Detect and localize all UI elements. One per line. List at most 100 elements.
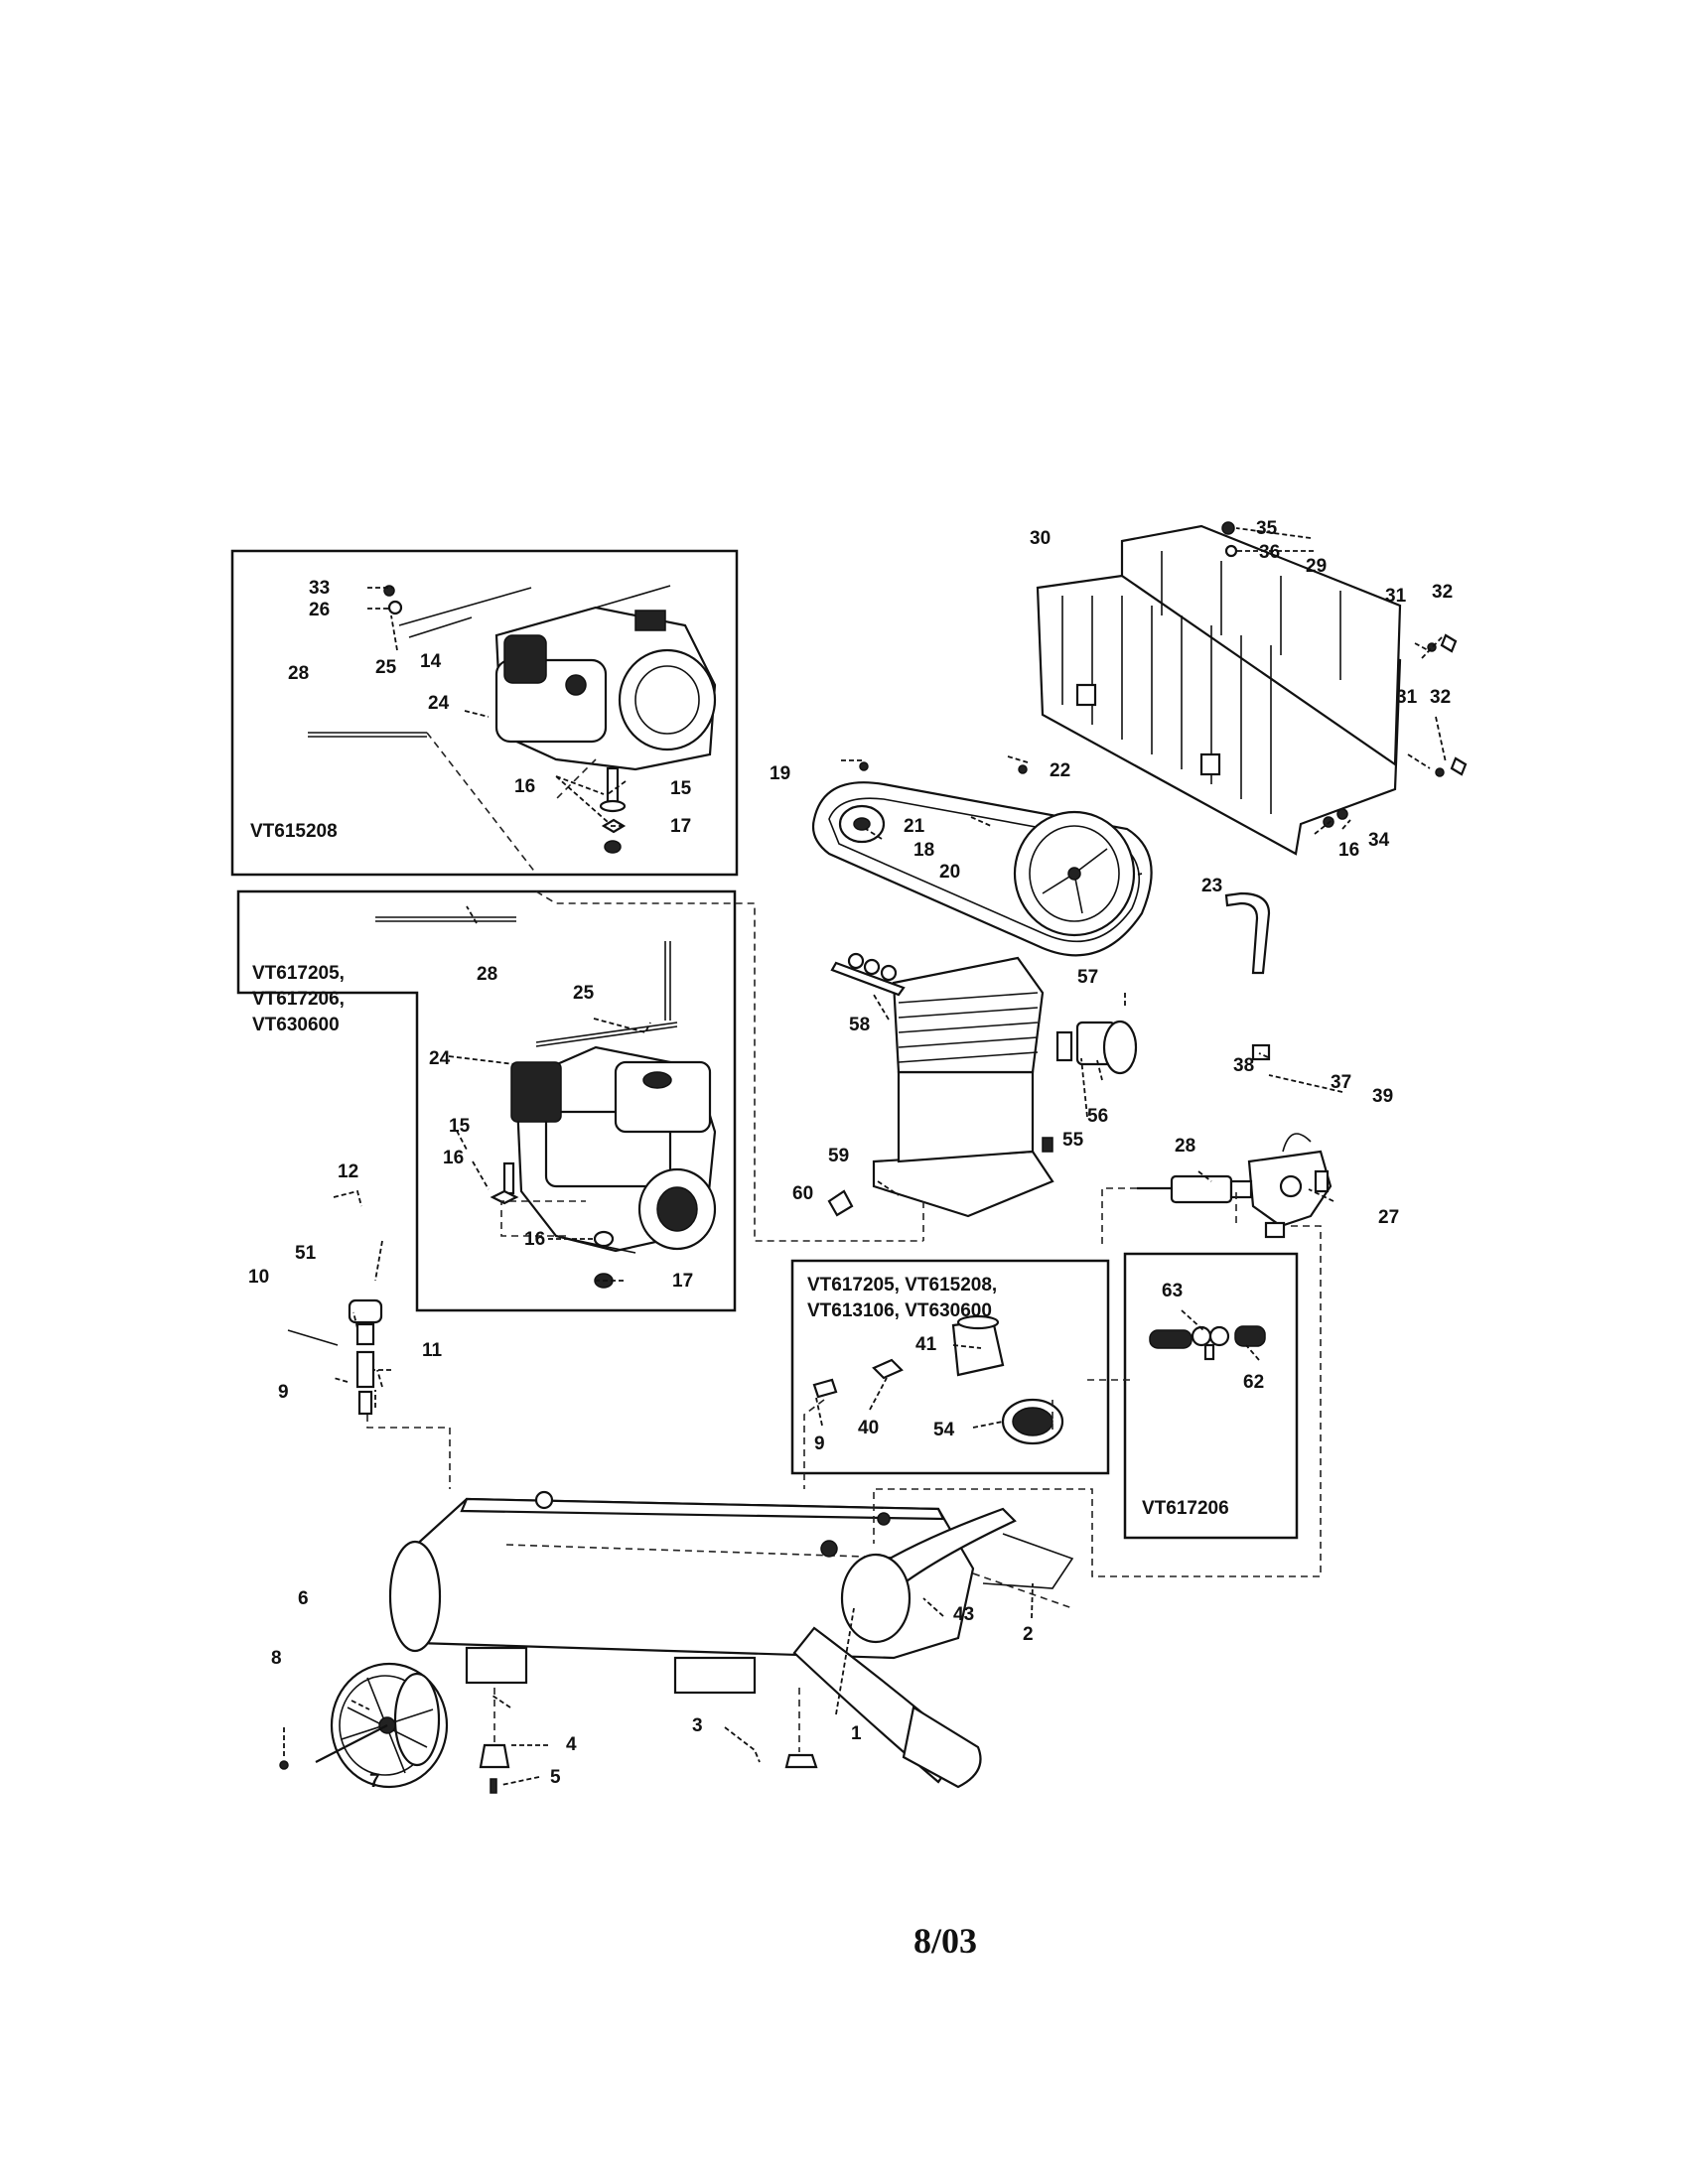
pump-bracket-58 <box>830 952 906 997</box>
throttle-cable-mid <box>535 1022 678 1043</box>
air-tank <box>388 1490 975 1695</box>
frame-vt617206 <box>1123 1252 1299 1540</box>
callout-14: 14 <box>420 651 442 672</box>
model-label-vt617205: VT617205, <box>252 963 345 984</box>
callout-17-mid: 17 <box>672 1271 693 1292</box>
callout-40: 40 <box>858 1418 879 1438</box>
regulator-valve-41 <box>951 1314 1005 1377</box>
callout-55: 55 <box>1062 1130 1084 1151</box>
couplers-62-63 <box>1149 1325 1266 1361</box>
callout-17: 17 <box>670 816 691 837</box>
engine-pin-top <box>599 766 627 854</box>
callout-16-right: 16 <box>1338 840 1359 861</box>
callout-1: 1 <box>851 1723 862 1744</box>
callout-15-mid: 15 <box>449 1116 471 1137</box>
callout-24-mid: 24 <box>429 1048 451 1069</box>
callout-32: 32 <box>1432 582 1453 603</box>
callout-labels: 33 26 25 14 28 24 16 15 17 28 25 24 15 1… <box>248 518 1453 1792</box>
fitting-40 <box>872 1358 904 1380</box>
frame-vt617205 <box>236 889 737 1312</box>
connection-lines <box>366 732 1322 1577</box>
model-label-vt617206: VT617206, <box>252 989 345 1010</box>
callout-22: 22 <box>1050 760 1070 781</box>
callout-8: 8 <box>271 1648 282 1669</box>
callout-9: 9 <box>278 1382 289 1403</box>
wheel <box>315 1662 449 1789</box>
gauge-54 <box>1001 1398 1064 1445</box>
callout-18: 18 <box>913 840 934 861</box>
callout-26: 26 <box>309 600 330 620</box>
belt-guard <box>1036 524 1402 856</box>
callout-31: 31 <box>1385 586 1407 607</box>
callout-arrows <box>283 527 1447 1786</box>
callout-12: 12 <box>338 1161 358 1182</box>
pressure-switch-28 <box>1137 1174 1253 1204</box>
callout-38: 38 <box>1233 1055 1254 1076</box>
callout-10: 10 <box>248 1267 269 1288</box>
engine-mid <box>510 1045 717 1254</box>
foot <box>479 1743 510 1769</box>
callout-25-mid: 25 <box>573 983 595 1004</box>
callout-25: 25 <box>375 657 397 678</box>
callout-16-low: 16 <box>524 1229 545 1250</box>
callout-41: 41 <box>915 1334 937 1355</box>
callout-29: 29 <box>1306 556 1327 577</box>
engine-top <box>494 585 717 771</box>
callout-23: 23 <box>1201 876 1222 896</box>
callout-63: 63 <box>1162 1281 1183 1301</box>
callout-57: 57 <box>1077 967 1098 988</box>
callout-4: 4 <box>566 1734 577 1755</box>
callout-31-low: 31 <box>1396 687 1418 708</box>
callout-9-box: 9 <box>814 1433 825 1454</box>
date-footer: 8/03 <box>913 1921 977 1961</box>
callout-11: 11 <box>422 1340 443 1361</box>
callout-28-mid: 28 <box>477 964 497 985</box>
tank-valve-11 <box>287 1298 383 1416</box>
callout-54: 54 <box>933 1420 955 1440</box>
callout-32-low: 32 <box>1430 687 1451 708</box>
callout-21: 21 <box>904 816 925 837</box>
callout-59: 59 <box>828 1146 849 1166</box>
hose-39 <box>1224 891 1271 975</box>
callout-43: 43 <box>953 1604 974 1625</box>
callout-58: 58 <box>849 1015 870 1035</box>
callout-6: 6 <box>298 1588 309 1609</box>
compressor-pump <box>872 956 1138 1218</box>
frame-valve-box <box>790 1259 1110 1475</box>
handle-arm <box>982 1533 1074 1589</box>
callout-2: 2 <box>1023 1624 1034 1645</box>
manifold-27 <box>1247 1133 1333 1239</box>
callout-37: 37 <box>1331 1072 1351 1093</box>
drain-valve-60 <box>827 1189 854 1217</box>
callout-51: 51 <box>295 1243 317 1264</box>
callout-30: 30 <box>1030 528 1051 549</box>
model-label-vt615208: VT615208 <box>250 821 338 842</box>
model-label-valve-1: VT617205, VT615208, <box>807 1275 997 1296</box>
callout-56: 56 <box>1087 1106 1108 1127</box>
choke-cable-top <box>398 587 532 626</box>
model-label-vt617206-box: VT617206 <box>1142 1498 1229 1519</box>
callout-16-mid: 16 <box>443 1148 464 1168</box>
callout-3: 3 <box>692 1715 703 1736</box>
callout-19: 19 <box>770 763 790 784</box>
callout-33: 33 <box>309 578 330 599</box>
model-label-vt630600: VT630600 <box>252 1015 340 1035</box>
handle <box>792 1507 1017 1789</box>
callout-15: 15 <box>670 778 692 799</box>
callout-16: 16 <box>514 776 535 797</box>
callout-28: 28 <box>288 663 309 684</box>
frame-vt615208 <box>230 549 739 877</box>
callout-5: 5 <box>550 1767 561 1788</box>
callout-20: 20 <box>939 862 960 883</box>
callout-39: 39 <box>1372 1086 1393 1107</box>
callout-24: 24 <box>428 693 450 714</box>
callout-27: 27 <box>1378 1207 1399 1228</box>
model-label-valve-2: VT613106, VT630600 <box>807 1300 992 1321</box>
callout-62: 62 <box>1243 1372 1264 1393</box>
callout-36: 36 <box>1259 542 1280 563</box>
callout-7: 7 <box>369 1771 380 1792</box>
callout-28-right: 28 <box>1175 1136 1195 1157</box>
callout-35: 35 <box>1256 518 1278 539</box>
callout-34: 34 <box>1368 830 1390 851</box>
